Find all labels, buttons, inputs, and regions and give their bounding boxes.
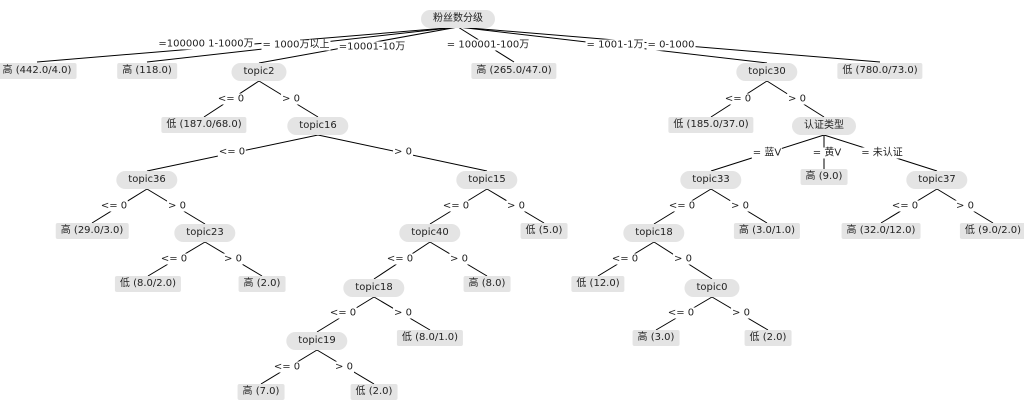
split-node-topic40[interactable]: topic40 <box>399 224 461 242</box>
split-node-topic15[interactable]: topic15 <box>456 171 518 189</box>
split-node-topic19[interactable]: topic19 <box>286 332 348 350</box>
edge-label: <= 0 <box>385 253 415 265</box>
split-node-topic33[interactable]: topic33 <box>680 171 742 189</box>
root-node[interactable]: 粉丝数分级 <box>421 10 495 28</box>
edge-label: > 0 <box>787 93 807 105</box>
edge-label: <= 0 <box>99 200 129 212</box>
split-node-topic36[interactable]: topic36 <box>116 171 178 189</box>
edge-label: <= 0 <box>159 253 189 265</box>
edge-label: > 0 <box>281 93 301 105</box>
edge-label: = 1001-1万 <box>585 39 645 51</box>
edge-label: > 0 <box>449 253 469 265</box>
leaf-node[interactable]: 低 (12.0) <box>571 276 625 292</box>
edge-label: =10001-10万 <box>337 41 407 53</box>
leaf-node[interactable]: 低 (780.0/73.0) <box>837 63 923 79</box>
edge-label: > 0 <box>730 200 750 212</box>
split-node-topic0[interactable]: topic0 <box>684 279 740 297</box>
split-node-topic18[interactable]: topic18 <box>623 224 685 242</box>
leaf-node[interactable]: 低 (8.0/2.0) <box>114 276 182 292</box>
edge-label: <= 0 <box>216 93 246 105</box>
edge-label: > 0 <box>393 146 413 158</box>
leaf-node[interactable]: 高 (7.0) <box>237 384 285 400</box>
edge-label: <= 0 <box>667 200 697 212</box>
leaf-node[interactable]: 低 (2.0) <box>744 330 792 346</box>
edge-label: = 0-1000 <box>646 39 696 51</box>
leaf-node[interactable]: 高 (29.0/3.0) <box>55 223 129 239</box>
split-node-topic16[interactable]: topic16 <box>287 117 349 135</box>
edge-label: > 0 <box>731 307 751 319</box>
edge-label: <= 0 <box>217 146 247 158</box>
edge-label: <= 0 <box>441 200 471 212</box>
leaf-node[interactable]: 低 (5.0) <box>520 223 568 239</box>
edge-label: = 蓝V <box>751 147 783 159</box>
edge-label: > 0 <box>223 253 243 265</box>
edge-label: > 0 <box>506 200 526 212</box>
split-node-topic2[interactable]: topic2 <box>231 63 287 81</box>
edge-label: <= 0 <box>328 307 358 319</box>
leaf-node[interactable]: 低 (2.0) <box>350 384 398 400</box>
edge-label: <= 0 <box>272 361 302 373</box>
edge-label: = 100001-100万 <box>445 39 531 51</box>
edge-label: = 1000万以上 <box>261 39 331 51</box>
leaf-node[interactable]: 高 (9.0) <box>800 169 848 185</box>
split-node-topic30[interactable]: topic30 <box>736 63 798 81</box>
leaf-node[interactable]: 高 (3.0/1.0) <box>733 223 801 239</box>
edge-label: <= 0 <box>890 200 920 212</box>
split-node-certification-type[interactable]: 认证类型 <box>792 117 856 135</box>
leaf-node[interactable]: 高 (8.0) <box>463 276 511 292</box>
edge-label: > 0 <box>334 361 354 373</box>
edge-label: > 0 <box>393 307 413 319</box>
edge-label: <= 0 <box>666 307 696 319</box>
leaf-node[interactable]: 低 (9.0/2.0) <box>959 223 1024 239</box>
leaf-node[interactable]: 高 (3.0) <box>632 330 680 346</box>
edge-label: = 黄V <box>811 147 843 159</box>
leaf-node[interactable]: 高 (265.0/47.0) <box>471 63 557 79</box>
split-node-topic18[interactable]: topic18 <box>343 279 405 297</box>
edge-label: > 0 <box>955 200 975 212</box>
leaf-node[interactable]: 高 (2.0) <box>238 276 286 292</box>
leaf-node[interactable]: 高 (32.0/12.0) <box>841 223 921 239</box>
split-node-topic37[interactable]: topic37 <box>906 171 968 189</box>
edge-label: =100000 1-1000万 <box>157 38 255 50</box>
leaf-node[interactable]: 低 (8.0/1.0) <box>396 330 464 346</box>
edge-label: > 0 <box>673 253 693 265</box>
edge-label: <= 0 <box>610 253 640 265</box>
edge-label: = 未认证 <box>860 147 904 159</box>
leaf-node[interactable]: 低 (187.0/68.0) <box>161 117 247 133</box>
edge-label: <= 0 <box>723 93 753 105</box>
edge-label: > 0 <box>167 200 187 212</box>
split-node-topic23[interactable]: topic23 <box>174 224 236 242</box>
leaf-node[interactable]: 高 (442.0/4.0) <box>0 63 77 79</box>
leaf-node[interactable]: 高 (118.0) <box>117 63 177 79</box>
leaf-node[interactable]: 低 (185.0/37.0) <box>668 117 754 133</box>
